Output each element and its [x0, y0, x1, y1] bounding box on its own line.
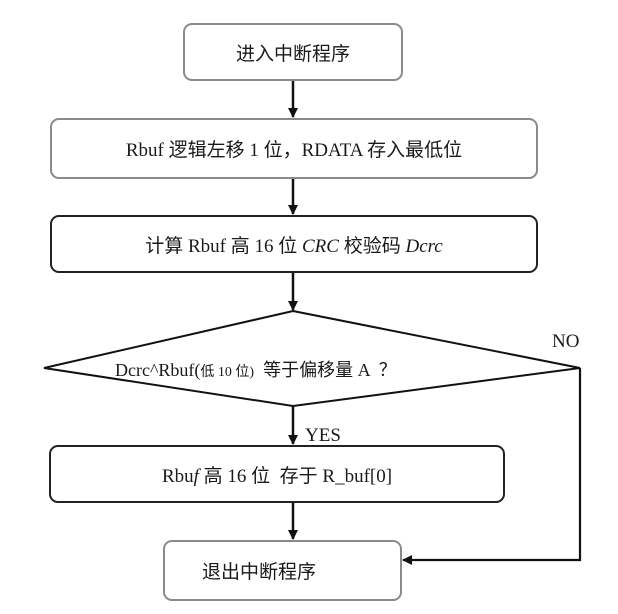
- start-node: 进入中断程序: [183, 23, 403, 81]
- no-label: NO: [552, 331, 580, 352]
- shift-node-label: Rbuf 逻辑左移 1 位，RDATA 存入最低位: [125, 140, 463, 161]
- store-f: f: [193, 465, 199, 487]
- crc-term: CRC: [302, 235, 339, 257]
- end-node: 退出中断程序: [163, 540, 402, 601]
- start-node-label: 进入中断程序: [235, 43, 350, 65]
- end-node-label: 退出中断程序: [202, 562, 317, 583]
- decision-part1: Dcrc^Rbuf(: [115, 360, 201, 380]
- yes-label: YES: [305, 425, 341, 446]
- crc-prefix: 计算 Rbuf 高 16 位: [145, 235, 302, 257]
- dcrc-term: Dcrc: [405, 235, 443, 257]
- shift-node: Rbuf 逻辑左移 1 位，RDATA 存入最低位: [50, 118, 538, 179]
- arrow-decision-to-end-no: [402, 368, 582, 565]
- crc-middle: 校验码: [338, 235, 406, 257]
- crc-node: 计算 Rbuf 高 16 位 CRC 校验码 Dcrc: [50, 215, 538, 273]
- store-prefix: Rbu: [161, 465, 194, 487]
- decision-node-label: Dcrc^Rbuf(低 10 位) 等于偏移量 A ？: [115, 356, 495, 382]
- decision-part3: 等于偏移量 A ？: [254, 360, 397, 380]
- store-node-label: Rbuf 高 16 位 存于 R_buf[0]: [162, 461, 392, 488]
- store-node: Rbuf 高 16 位 存于 R_buf[0]: [49, 445, 505, 503]
- store-suffix: 高 16 位 存于 R_buf[0]: [198, 465, 393, 487]
- crc-node-label: 计算 Rbuf 高 16 位 CRC 校验码 Dcrc: [145, 231, 443, 258]
- decision-part2: 低 10 位): [200, 365, 255, 380]
